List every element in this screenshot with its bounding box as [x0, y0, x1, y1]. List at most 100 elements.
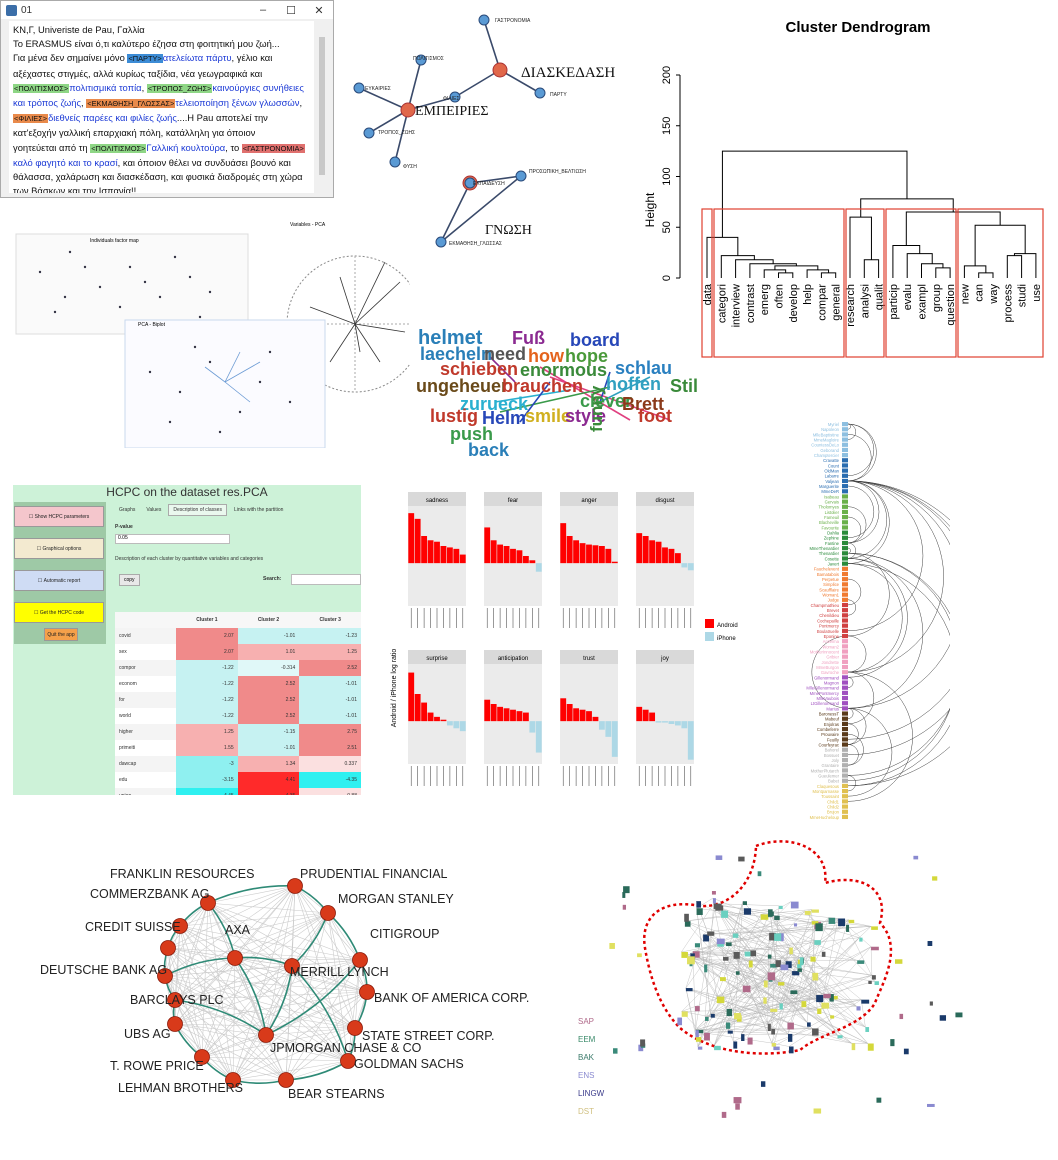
network-edge	[779, 926, 872, 934]
network-node	[927, 1103, 935, 1107]
network-node	[696, 908, 703, 915]
network-edge	[327, 912, 368, 993]
arc-node	[842, 664, 848, 670]
cluster-value: -1.15	[237, 724, 300, 740]
arc-node-label: Prouvaire	[821, 732, 840, 737]
cluster-value: -4.35	[299, 772, 361, 788]
network-edge	[695, 974, 872, 1031]
scrollbar-thumb[interactable]	[319, 37, 325, 175]
network-node	[848, 919, 855, 924]
network-edge	[695, 910, 805, 1030]
emotion-bar	[440, 546, 447, 564]
cluster-value: -1.22	[176, 660, 238, 676]
emotion-bar	[408, 513, 415, 564]
arc-node	[842, 752, 848, 758]
network-edge	[750, 950, 813, 974]
get-hcpc-code-button[interactable]: ☐ Get the HCPC code	[14, 602, 104, 623]
emotion-bar	[681, 563, 688, 568]
emotion-bar	[408, 672, 415, 722]
quit-app-button[interactable]: Quit the app	[44, 628, 78, 641]
arc-node	[842, 794, 848, 799]
network-edge	[167, 947, 356, 1029]
arc-node-label: Listolier	[825, 510, 840, 515]
close-icon[interactable]: ✕	[314, 4, 324, 17]
emotion-bar	[459, 721, 466, 732]
text-segment: κατ'εξοχήν γαλλική επαρχιακή πόλη, κατάλ…	[13, 127, 256, 139]
column-header[interactable]: Cluster 1	[176, 612, 238, 628]
checkbox-icon[interactable]: ☐	[36, 545, 42, 552]
copy-button[interactable]: copy	[119, 574, 140, 586]
minimize-icon[interactable]: –	[259, 3, 267, 16]
dendrogram-leaf: analysi	[859, 284, 871, 318]
automatic-report-button[interactable]: ☐ Automatic report	[14, 570, 104, 591]
column-header[interactable]	[115, 612, 177, 628]
network-node	[821, 951, 826, 957]
strong-link	[291, 965, 349, 1062]
arc-node	[842, 525, 848, 530]
arc-node	[842, 613, 848, 618]
emotion-bar	[598, 721, 605, 730]
network-node	[804, 910, 811, 915]
network-edge	[771, 937, 860, 1029]
leaf-node	[435, 236, 447, 248]
arc-node-label: Claquesous	[817, 784, 839, 789]
network-edge	[291, 912, 329, 967]
search-input[interactable]	[291, 574, 361, 585]
network-node	[734, 1012, 741, 1020]
network-node	[787, 1033, 793, 1042]
arc-node	[842, 509, 848, 515]
network-node	[861, 999, 870, 1004]
hcpc-sidebar: ☐ Show HCPC parameters ☐ Graphical optio…	[14, 502, 106, 644]
checkbox-icon[interactable]: ☐	[28, 513, 34, 520]
arc-node-label: Geborand	[820, 448, 839, 453]
tab-description-of-classes[interactable]: Description of classes	[168, 503, 227, 516]
tab-graphs[interactable]: Graphs	[119, 506, 136, 513]
bank-node	[167, 1016, 183, 1032]
bank-label: FRANKLIN RESOURCES	[110, 867, 254, 881]
maximize-icon[interactable]: ☐	[286, 4, 296, 17]
arc-link	[847, 708, 893, 797]
pca-point	[198, 315, 202, 319]
checkbox-icon[interactable]: ☐	[37, 577, 43, 584]
cluster-value: -4.45	[176, 788, 238, 795]
network-node	[677, 1017, 683, 1026]
leaf-label: ΠΟΛΙΤΙΣΜΟΣ	[413, 56, 444, 62]
text-segment: των Βάσκων και την Ισπανία!!	[13, 185, 137, 193]
network-node	[733, 1041, 738, 1049]
column-header[interactable]: Cluster 3	[299, 612, 361, 628]
pca-point	[208, 290, 212, 294]
network-node	[738, 856, 745, 862]
bank-label: AXA	[225, 923, 251, 937]
checkbox-icon[interactable]: ☐	[33, 609, 39, 616]
pca-point	[143, 280, 147, 284]
vertical-scrollbar[interactable]	[317, 23, 327, 191]
text-line: <ΠΟΛΙΤΙΣΜΟΣ>πολιτισμικά τοπία, <ΤΡΟΠΟΣ_Ζ…	[13, 81, 310, 96]
facet-strip	[636, 492, 694, 506]
dendrogram-leaf: can	[974, 284, 986, 302]
bank-node	[167, 992, 183, 1008]
arc-node-label: Cochepaille	[817, 618, 840, 623]
pca-biplot-title: PCA - Biplot	[138, 322, 166, 328]
dendrogram-ytick: 150	[661, 117, 673, 135]
network-edge	[232, 991, 368, 1081]
column-header[interactable]: Cluster 2	[237, 612, 300, 628]
tab-links-with-partition[interactable]: Links with the partition	[233, 506, 284, 513]
window-title: 01	[21, 4, 33, 16]
network-edge	[717, 943, 838, 1036]
arc-node	[842, 489, 848, 494]
network-edge	[201, 1034, 267, 1058]
text-segment: ....Η Pau αποτελεί την	[176, 112, 268, 124]
tab-values[interactable]: Values	[146, 506, 162, 513]
pvalue-input[interactable]: 0.05	[115, 534, 230, 544]
network-node	[721, 1111, 727, 1118]
pca-point	[118, 305, 122, 309]
network-edge	[164, 965, 293, 977]
show-hcpc-parameters-button[interactable]: ☐ Show HCPC parameters	[14, 506, 104, 527]
graphical-options-button[interactable]: ☐ Graphical options	[14, 538, 104, 559]
network-node	[799, 957, 804, 966]
arc-node	[842, 644, 848, 649]
emotion-bar	[484, 699, 491, 722]
